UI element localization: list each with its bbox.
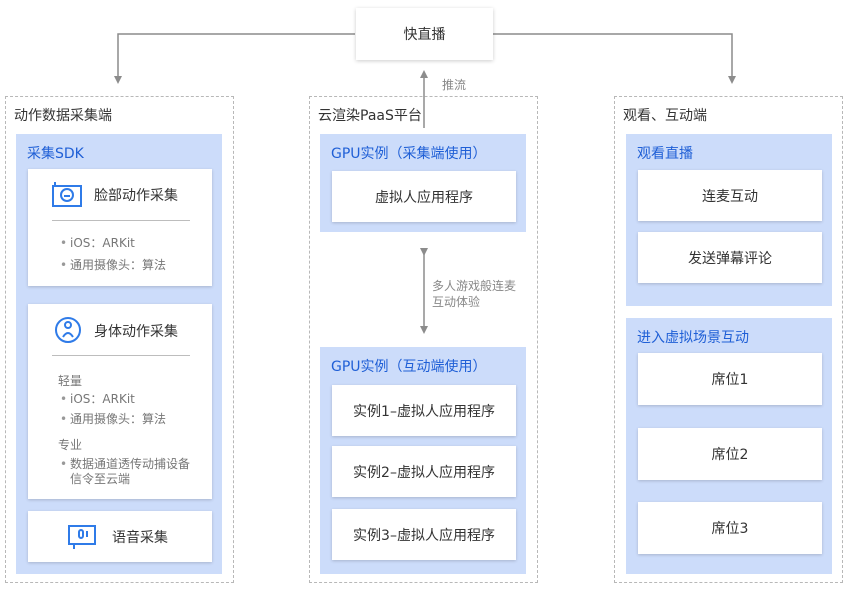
- capture-sdk-title: 采集SDK: [27, 146, 84, 162]
- multiplayer-link-label: 多人游戏般连麦 互动体验: [432, 278, 516, 310]
- cloud-render-section: [309, 96, 538, 583]
- body-light-item-1: iOS：ARKit: [60, 390, 135, 408]
- instance-3-label: 实例3–虚拟人应用程序: [353, 527, 495, 544]
- gpu-interact-title: GPU实例（互动端使用）: [331, 359, 487, 375]
- multiplayer-link-label-line1: 多人游戏般连麦: [432, 279, 517, 293]
- body-divider: [52, 355, 190, 356]
- body-light-item-2: 通用摄像头：算法: [60, 410, 166, 428]
- danmaku-comment-card: 发送弹幕评论: [638, 232, 822, 283]
- face-capture-icon: [52, 181, 82, 209]
- voice-capture-card: [28, 511, 212, 562]
- mic-interaction-card: 连麦互动: [638, 170, 822, 221]
- seat-3-label: 席位3: [711, 521, 749, 537]
- instance-1-label: 实例1–虚拟人应用程序: [353, 403, 495, 420]
- instance-3-card: 实例3–虚拟人应用程序: [332, 509, 516, 560]
- light-label: 轻量: [58, 374, 83, 388]
- seat-2-label: 席位2: [711, 447, 749, 463]
- capture-side-title: 动作数据采集端: [14, 108, 112, 124]
- body-capture-icon: [54, 315, 82, 345]
- voice-capture-icon: [68, 522, 98, 550]
- instance-2-card: 实例2–虚拟人应用程序: [332, 446, 516, 497]
- viewer-side-title: 观看、互动端: [623, 108, 707, 124]
- live-stream-box: 快直播: [356, 8, 493, 60]
- seat-1-card: 席位1: [638, 353, 822, 405]
- arrow-to-capture-side: [114, 33, 355, 84]
- virtual-scene-title: 进入虚拟场景互动: [637, 330, 749, 346]
- seat-3-card: 席位3: [638, 502, 822, 554]
- mic-interaction-label: 连麦互动: [702, 188, 758, 205]
- face-capture-title: 脸部动作采集: [94, 188, 178, 204]
- face-item-1: iOS：ARKit: [60, 234, 135, 252]
- voice-capture-title: 语音采集: [112, 530, 168, 546]
- gpu-capture-title: GPU实例（采集端使用）: [331, 146, 487, 162]
- danmaku-comment-label: 发送弹幕评论: [688, 250, 772, 267]
- capture-virtual-human-app-label: 虚拟人应用程序: [375, 189, 473, 206]
- seat-1-label: 席位1: [711, 372, 749, 388]
- body-pro-item-1: 数据通道透传动捕设备: [60, 455, 190, 473]
- instance-2-label: 实例2–虚拟人应用程序: [353, 464, 495, 481]
- face-divider: [52, 220, 190, 221]
- capture-side-section: [5, 96, 234, 583]
- pro-label: 专业: [58, 438, 83, 452]
- body-capture-title: 身体动作采集: [94, 324, 178, 340]
- cloud-render-title: 云渲染PaaS平台: [318, 108, 422, 124]
- instance-1-card: 实例1–虚拟人应用程序: [332, 385, 516, 436]
- capture-virtual-human-app: 虚拟人应用程序: [332, 171, 516, 222]
- multiplayer-link-label-line2: 互动体验: [432, 295, 481, 309]
- watch-live-title: 观看直播: [637, 146, 693, 162]
- viewer-side-section: [614, 96, 843, 583]
- push-stream-label: 推流: [442, 78, 467, 92]
- face-item-2: 通用摄像头：算法: [60, 256, 166, 274]
- body-pro-item-1-cont: 信令至云端: [70, 472, 131, 486]
- seat-2-card: 席位2: [638, 428, 822, 480]
- arrow-to-viewer-side: [493, 33, 736, 84]
- live-stream-title: 快直播: [403, 27, 446, 43]
